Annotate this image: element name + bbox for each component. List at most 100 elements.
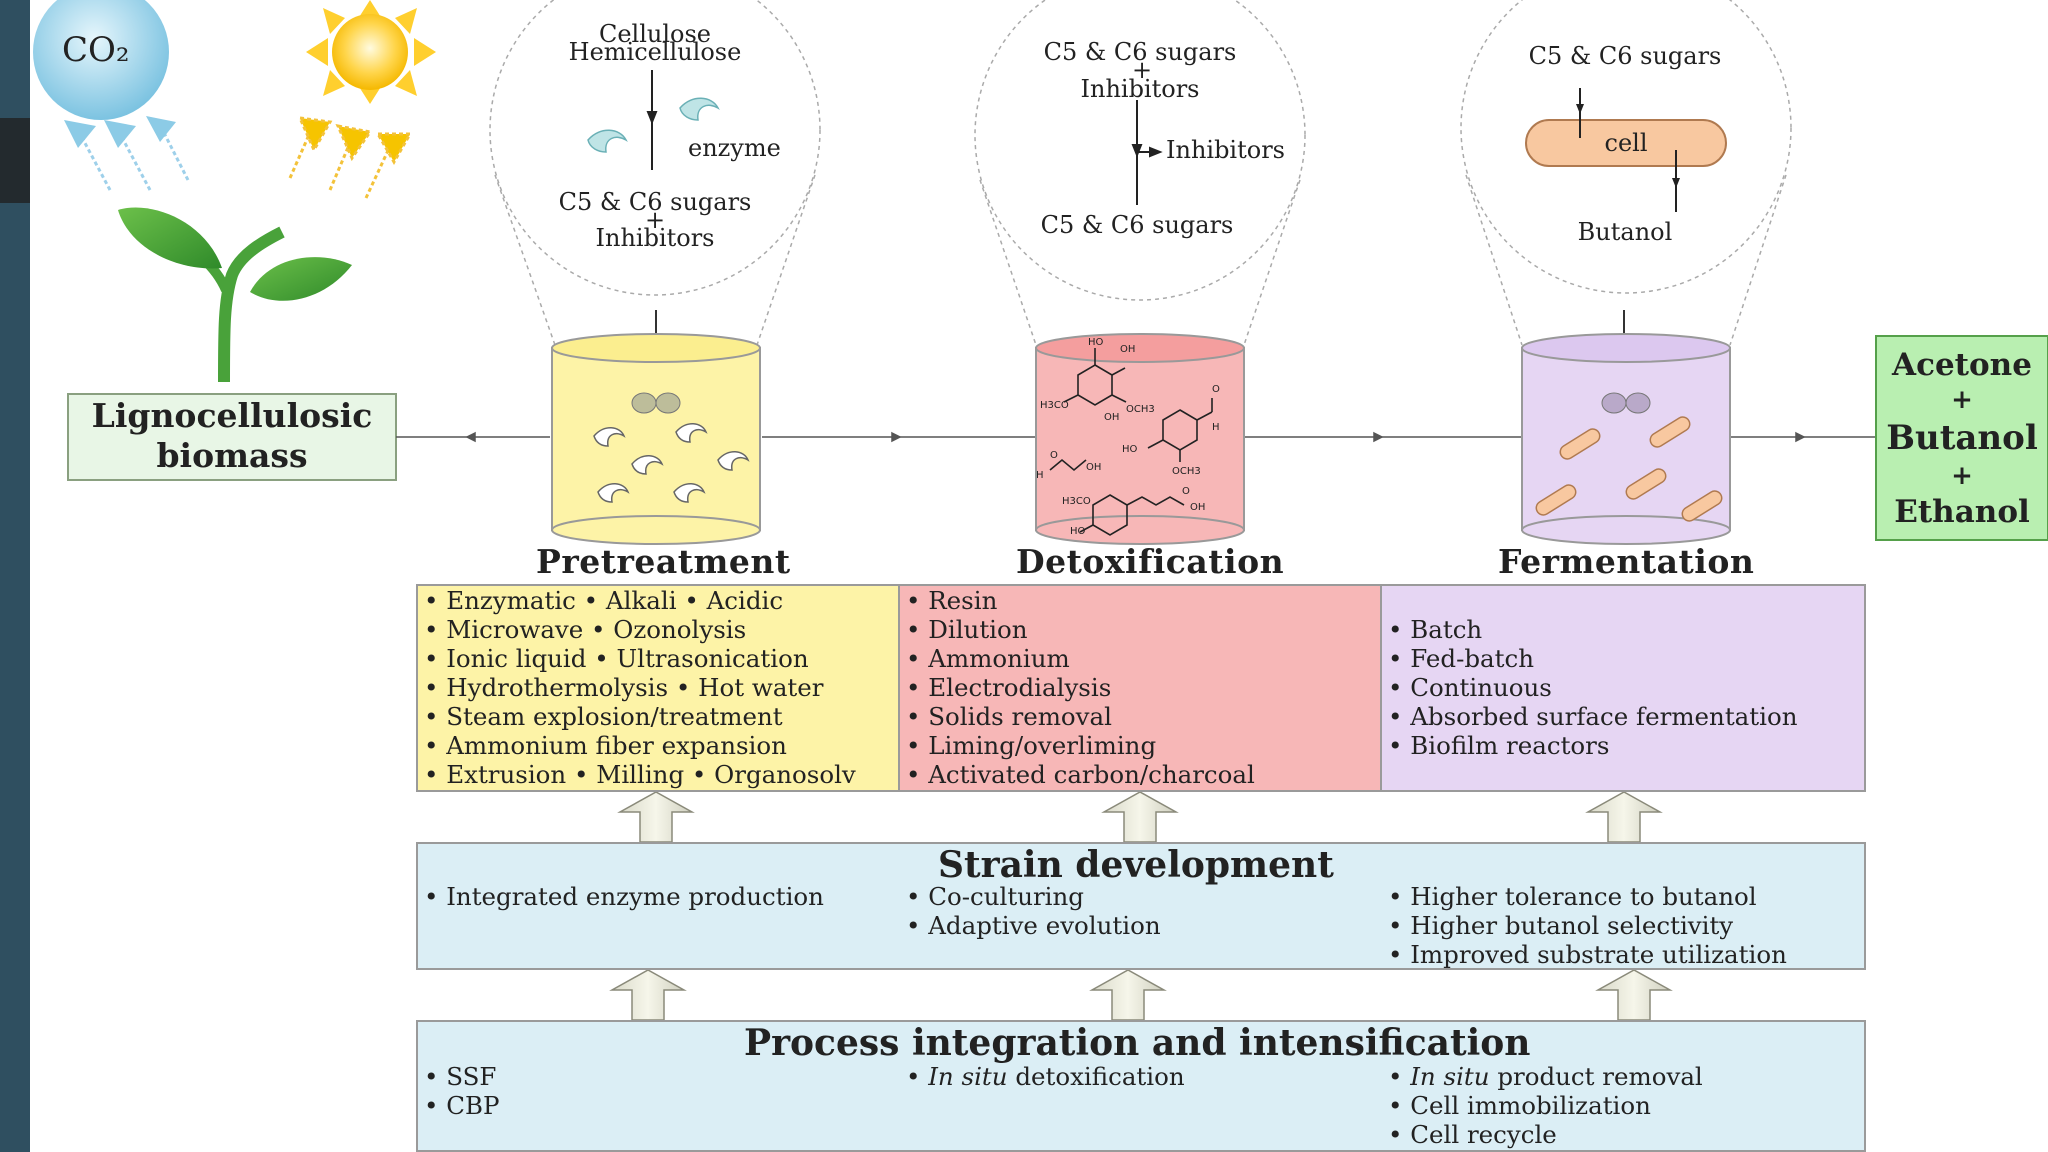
detox-magnifier [974,0,1306,346]
svg-text:H3CO: H3CO [1062,496,1091,507]
ferment-methods-box: • Batch • Fed-batch • Continuous • Absor… [1380,584,1866,792]
ferment-methods-list: • Batch • Fed-batch • Continuous • Absor… [1388,615,1798,760]
list-item: • Enzymatic • Alkali • Acidic [424,586,784,615]
strain-development-box: Strain development • Integrated enzyme p… [416,842,1866,970]
list-item: • Continuous [1388,673,1552,702]
products-list: Acetone + Butanol + Ethanol [1876,350,2048,528]
list-item: • Integrated enzyme production [424,882,824,911]
biomass-label-line1: Lignocellulosic [91,396,373,435]
strain-development-title: Strain development [938,844,1334,886]
detox-methods-box: • Resin • Dilution • Ammonium • Electrod… [898,584,1382,792]
process-col2-list: • In situ detoxification [906,1062,1185,1091]
svg-text:HO: HO [1122,444,1138,455]
biomass-label: Lignocellulosic biomass [68,396,396,476]
svg-text:HO: HO [1088,337,1104,348]
pretreatment-circle-top2: Hemicellulose [568,38,742,66]
svg-text:H: H [1036,470,1044,481]
list-item: • Extrusion • Milling • Organosolv [424,760,856,789]
biomass-box [67,393,397,481]
list-item: • Adaptive evolution [906,911,1161,940]
co2-label: CO₂ [62,30,130,70]
detox-circle-top1: C5 & C6 sugars [1043,38,1237,66]
strain-col2-list: • Co-culturing • Adaptive evolution [906,882,1161,940]
detox-circle-bottom: C5 & C6 sugars [1040,211,1234,239]
pretreatment-circle-bottom2: Inhibitors [595,224,715,252]
pretreatment-enzymes [587,97,720,153]
svg-text:O: O [1212,384,1220,395]
sun-arrows [288,116,413,199]
plant-icon [118,207,352,383]
process-integration-title: Process integration and intensification [744,1022,1531,1064]
pretreatment-reactor [551,310,761,545]
list-item: • Ammonium fiber expansion [424,731,787,760]
bullet: • [1388,1062,1411,1091]
list-item: • Cell immobilization [1388,1091,1651,1120]
molecule-structures [1049,348,1213,536]
svg-text:OH: OH [1104,412,1119,423]
svg-text:O: O [1182,486,1190,497]
fermentation-label: Fermentation [1498,542,1755,581]
item-text: product removal [1489,1062,1703,1091]
product-plus-1: + [1951,385,1973,415]
ferment-circle-top: C5 & C6 sugars [1528,42,1722,70]
process-col3-list: • In situ product removal • Cell immobil… [1388,1062,1703,1149]
pretreatment-reaction-arrow [646,70,658,170]
ferment-reactor [1521,310,1731,545]
italic-term: In situ [1410,1062,1490,1091]
ferment-cell-diagram [1525,88,1727,212]
list-item: • Liming/overliming [906,731,1157,760]
svg-text:HO: HO [1070,526,1086,537]
product-plus-2: + [1951,461,1973,491]
co2-arrows [64,116,190,191]
list-item: • CBP [424,1091,500,1120]
svg-text:O: O [1050,450,1058,461]
svg-text:OCH3: OCH3 [1126,404,1155,415]
detox-circle-plus: + [1131,56,1153,84]
list-item: • Ammonium [906,644,1070,673]
list-item: • Electrodialysis [906,673,1112,702]
ferment-circle-bottom: Butanol [1577,218,1673,246]
list-item: • Higher butanol selectivity [1388,911,1734,940]
svg-text:H3CO: H3CO [1040,400,1069,411]
molecule-atom-labels: HO OH H3CO OCH3 OH O H HO OCH3 O H OH H3… [1036,337,1220,537]
product-ethanol: Ethanol [1894,494,2030,530]
ferment-magnifier [1460,0,1792,346]
product-butanol: Butanol [1886,418,2038,458]
list-item: • Biofilm reactors [1388,731,1610,760]
list-item: • Higher tolerance to butanol [1388,882,1757,911]
list-item: • Co-culturing [906,882,1084,911]
svg-text:OH: OH [1086,462,1101,473]
list-item: • SSF [424,1062,497,1091]
list-item: • In situ detoxification [906,1062,1185,1091]
strain-col1-list: • Integrated enzyme production [424,882,824,911]
left-sidebar-marker [0,118,30,203]
list-item: • Batch [1388,615,1483,644]
main-flow-line [396,431,1876,443]
item-text: detoxification [1007,1062,1185,1091]
strain-col3-list: • Higher tolerance to butanol • Higher b… [1388,882,1787,969]
list-item: • Absorbed surface fermentation [1388,702,1798,731]
svg-text:OCH3: OCH3 [1172,466,1201,477]
svg-text:OH: OH [1120,344,1135,355]
svg-text:H: H [1212,422,1220,433]
detox-circle-side: Inhibitors [1166,136,1285,164]
pretreatment-methods-box: • Enzymatic • Alkali • Acidic • Microwav… [416,584,900,792]
detox-reactor: HO OH H3CO OCH3 OH O H HO OCH3 O H OH H3… [1035,333,1245,545]
process-integration-box: Process integration and intensification … [416,1020,1866,1152]
sun-icon [306,0,436,104]
list-item: • Fed-batch [1388,644,1534,673]
list-item: • Dilution [906,615,1028,644]
list-item: • Activated carbon/charcoal [906,760,1255,789]
products-box [1875,335,2048,541]
list-item: • Cell recycle [1388,1120,1557,1149]
list-item: • Solids removal [906,702,1112,731]
pretreatment-magnifier [489,0,821,346]
list-item: • Hydrothermolysis • Hot water [424,673,824,702]
process-col1-list: • SSF • CBP [424,1062,499,1120]
bullet: • [906,1062,929,1091]
pretreatment-label: Pretreatment [536,542,791,581]
pretreatment-circle-bottom1: C5 & C6 sugars [558,188,752,216]
detox-methods-list: • Resin • Dilution • Ammonium • Electrod… [906,586,1255,789]
list-item: • Resin [906,586,998,615]
pretreatment-enzyme-label: enzyme [688,134,781,162]
